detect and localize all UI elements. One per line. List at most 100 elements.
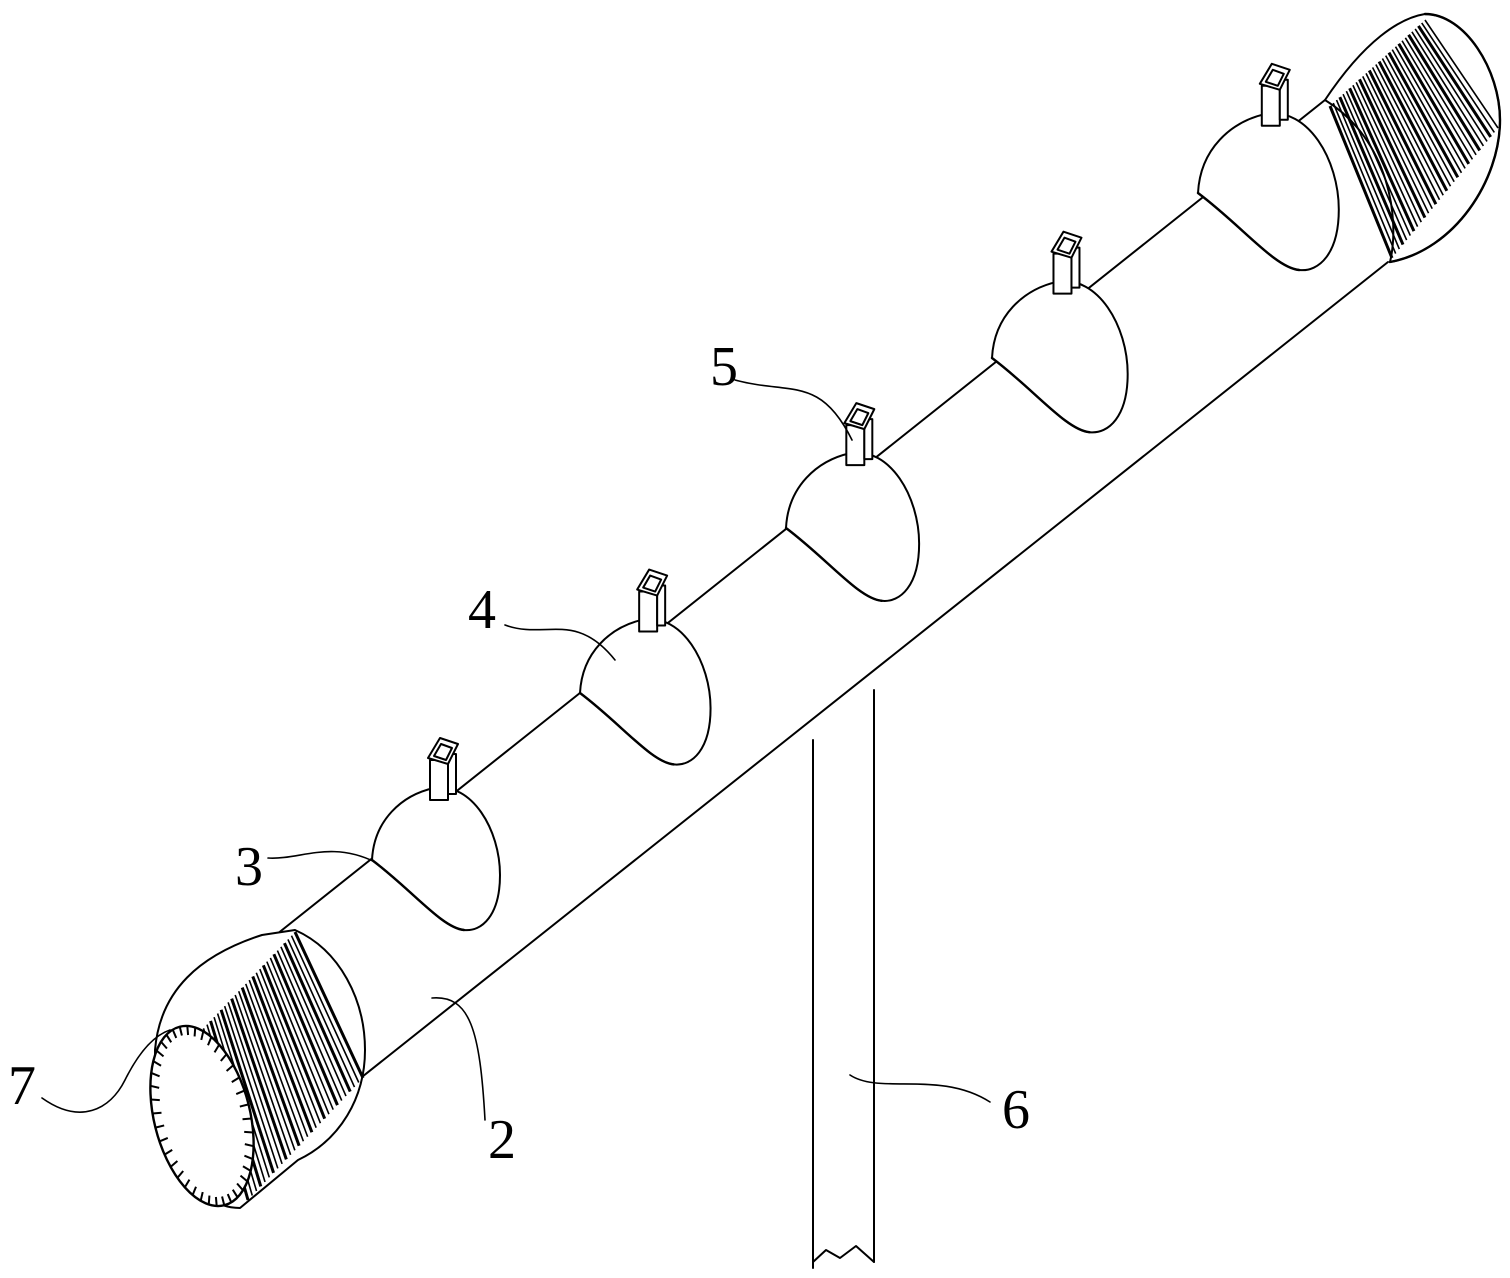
left-cap-stripe (234, 994, 292, 1156)
left-cap-teeth (150, 1025, 254, 1207)
left-cap-stripe (293, 931, 365, 1079)
right-cap-stripe (1348, 87, 1416, 232)
left-cap-tooth (176, 1170, 184, 1179)
left-cap-tooth (200, 1030, 205, 1041)
left-cap-tooth (159, 1136, 169, 1143)
leader-7 (41, 1029, 171, 1113)
left-cap-tooth (244, 1130, 254, 1134)
right-cap-stripe (1377, 60, 1449, 192)
nozzle (636, 568, 669, 633)
left-cap-tooth (225, 1064, 235, 1072)
right-cap-stripe (1342, 93, 1408, 241)
left-cap-tooth (199, 1191, 204, 1202)
label-cover-left: 3 (235, 836, 263, 898)
left-cap-stripe (290, 935, 360, 1083)
left-cap-stripe (280, 946, 347, 1097)
left-cap-tooth (155, 1124, 165, 1129)
cover-dome (1197, 112, 1340, 272)
left-cap-tooth (171, 1029, 178, 1039)
left-cap-tooth (150, 1071, 160, 1078)
left-cap-tooth (152, 1111, 162, 1115)
left-cap-tooth (242, 1165, 252, 1172)
right-cap-stripe (1358, 78, 1427, 219)
left-cap-stripe (259, 968, 322, 1124)
left-cap-stripe (244, 983, 305, 1142)
main-pipe (261, 99, 1389, 1097)
support-post (812, 689, 875, 1269)
covers (370, 62, 1340, 932)
label-end-cap: 7 (8, 1055, 36, 1117)
left-cap-tooth (236, 1182, 244, 1191)
left-cap-tooth (213, 1044, 221, 1053)
cover (1196, 62, 1340, 272)
left-cap-tooth (152, 1060, 162, 1067)
right-cap-stripe (1355, 81, 1422, 223)
leader-6 (849, 1074, 991, 1103)
left-cap-tooth (231, 1189, 239, 1198)
cover (990, 230, 1129, 434)
left-cap-tooth (183, 1179, 191, 1188)
right-cap-stripe (1407, 34, 1482, 152)
left-cap-stripe (251, 975, 314, 1133)
label-nozzle: 5 (710, 336, 738, 398)
left-cap-tooth (186, 1025, 190, 1036)
left-cap-stripe (272, 953, 339, 1106)
nozzle (1050, 230, 1083, 295)
right-cap-stripe (1397, 42, 1471, 165)
leader-lines (41, 379, 991, 1121)
cover-edge (578, 691, 676, 766)
leader-4 (504, 624, 616, 661)
right-cap-stripe (1417, 25, 1492, 138)
left-cap-stripe (266, 961, 330, 1115)
right-cap-stripes (1328, 19, 1499, 259)
right-cap-stripe (1384, 55, 1455, 183)
left-cap-stripe (219, 1009, 275, 1174)
nozzle (843, 402, 876, 467)
left-cap-stripe (223, 1005, 279, 1169)
left-cap-stripe (255, 972, 317, 1128)
right-cap-stripe (1332, 102, 1397, 254)
left-cap-tooth (244, 1154, 254, 1161)
right-cap-stripe (1421, 22, 1496, 133)
left-cap-tooth (160, 1041, 168, 1050)
left-cap-tooth (150, 1098, 160, 1102)
left-cap-tooth (221, 1196, 226, 1206)
left-cap-stripe (248, 979, 309, 1138)
left-cap-tooth (220, 1053, 228, 1062)
right-cap-stripe (1424, 19, 1499, 129)
left-cap-stripe (287, 939, 356, 1088)
left-cap-tooth (214, 1196, 218, 1207)
left-cap-stripe (269, 957, 334, 1110)
left-cap-tooth (244, 1143, 254, 1148)
cover-edge (1196, 191, 1301, 272)
cover-edge (990, 356, 1091, 434)
left-cap-tooth (207, 1036, 213, 1046)
left-cap-tooth (226, 1193, 233, 1203)
label-support: 6 (1002, 1079, 1030, 1141)
right-cap-stripe (1404, 37, 1477, 156)
left-cap-stripe (261, 964, 327, 1120)
right-cap-stripe (1365, 73, 1433, 210)
left-cap-tooth (239, 1103, 249, 1108)
right-cap-stripe (1371, 67, 1441, 201)
left-cap-stripe (237, 990, 296, 1151)
left-cap-stripe (240, 987, 301, 1147)
leader-5 (734, 379, 853, 441)
left-cap-stripe (227, 1002, 283, 1165)
label-cover-body: 4 (468, 579, 496, 641)
left-cap-stripe (283, 942, 352, 1093)
right-cap-stripe (1338, 96, 1405, 246)
right-cap-stripe (1401, 40, 1474, 160)
left-cap-tooth (191, 1186, 197, 1196)
left-cap-stripe (276, 950, 343, 1101)
left-cap-tooth (155, 1049, 165, 1058)
cover (578, 568, 712, 766)
cover-dome (785, 451, 921, 602)
left-cap-tooth (150, 1084, 160, 1089)
cover-edge (370, 858, 466, 932)
left-cap-tooth (169, 1160, 179, 1168)
label-pipe: 2 (488, 1109, 516, 1171)
left-cap-tooth (231, 1076, 240, 1083)
right-cap-stripe (1414, 28, 1488, 142)
